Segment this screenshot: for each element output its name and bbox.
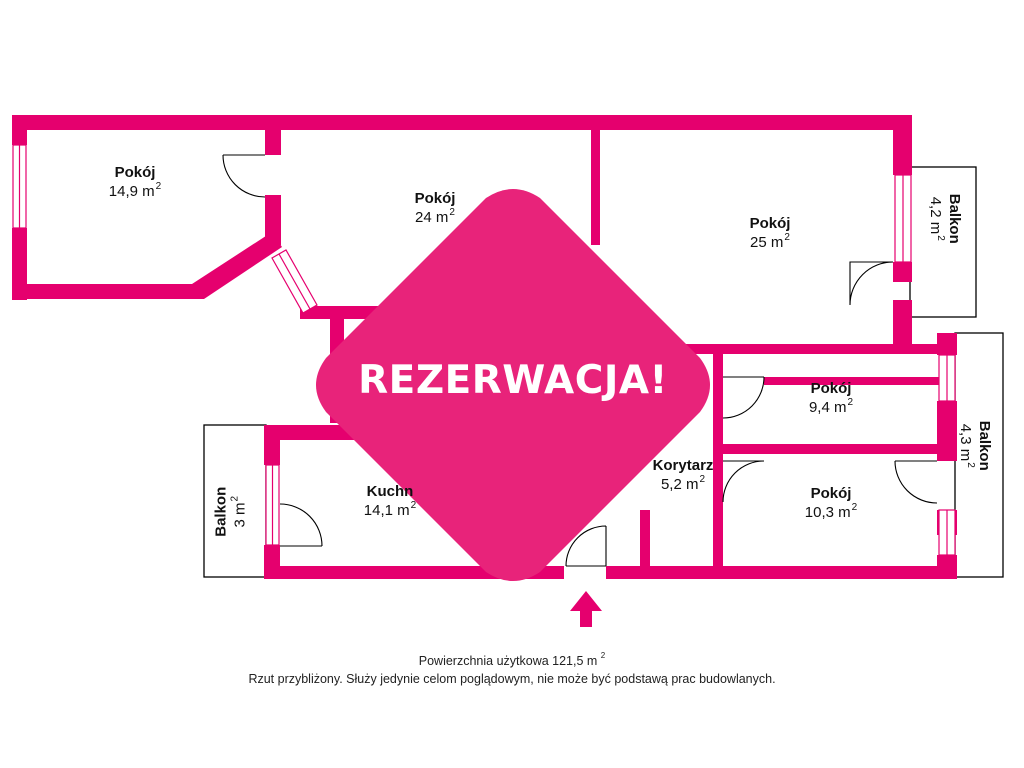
room-label: Pokój 25 m2 [749, 215, 791, 251]
room-label: Kuchn 14,1 m2 [363, 483, 417, 519]
room-label: Pokój 9,4 m2 [808, 380, 854, 416]
usable-area-text: Powierzchnia użytkowa 121,5 m 2 [418, 651, 606, 668]
footer-note: Powierzchnia użytkowa 121,5 m 2 Rzut prz… [0, 651, 1024, 688]
doors [222, 154, 938, 567]
room-label: Pokój 24 m2 [414, 190, 456, 226]
room-label: Pokój 14,9 m2 [108, 164, 162, 200]
balcony-label: Balkon 4,3 m2 [957, 420, 993, 471]
room-label: Pokój 10,3 m2 [804, 485, 858, 521]
badge-label: REZERWACJA! [358, 358, 668, 403]
windows [12, 144, 956, 556]
disclaimer-text: Rzut przybliżony. Służy jedynie celom po… [248, 672, 776, 687]
room-label: Korytarz 5,2 m2 [652, 457, 714, 493]
reservation-badge [316, 189, 710, 581]
balcony-label: Balkon 3 m2 [212, 486, 248, 537]
entrance-arrow-icon [570, 591, 602, 627]
balcony-label: Balkon 4,2 m2 [927, 193, 963, 244]
